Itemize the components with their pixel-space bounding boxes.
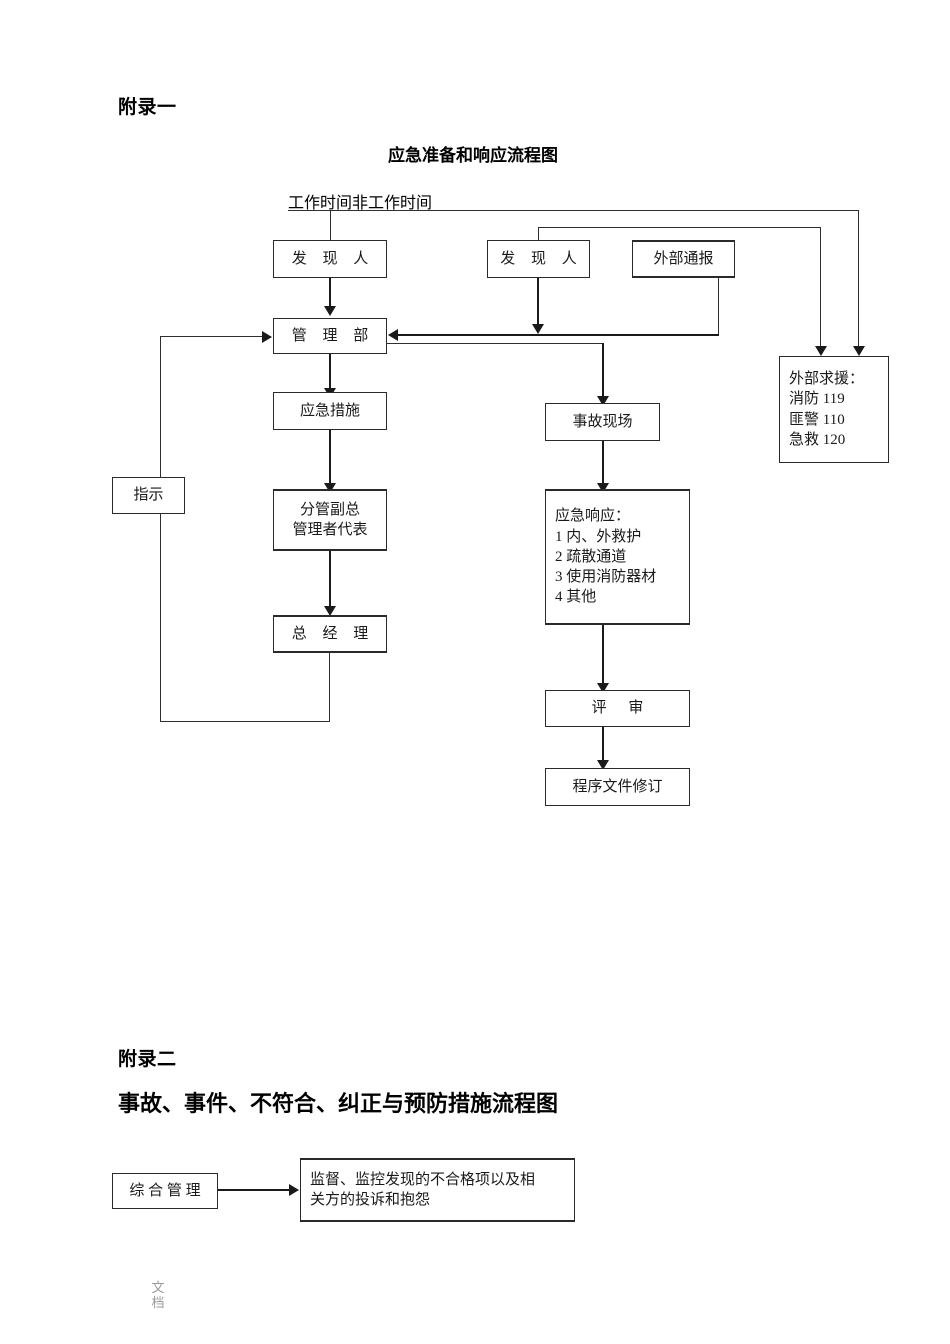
- connector-gm-feedback-down: [329, 653, 330, 722]
- node-emergency-measures-label: 应急措施: [299, 402, 360, 419]
- connector-management-to-measures: [329, 354, 331, 392]
- connector-secondary-rail-to-external-rescue: [820, 227, 821, 350]
- node-external-report: 外部通报: [632, 240, 735, 278]
- node-emergency-response-item-2: 3 使用消防器材: [555, 569, 657, 586]
- node-instruction-label: 指示: [133, 487, 164, 504]
- connector-gm-feedback-up: [160, 336, 161, 722]
- arrowhead-deputy-gm-to-general-manager: [324, 606, 336, 616]
- footer-watermark-char-0: 文: [151, 1280, 165, 1295]
- node-procedure-revision-label: 程序文件修订: [572, 778, 663, 795]
- node-emergency-response-item-3: 4 其他: [555, 589, 597, 606]
- connector-discoverer-work-to-management: [329, 278, 331, 308]
- node-external-rescue: 外部求援： 消防 119 匪警 110 急救 120: [779, 356, 889, 463]
- connector-gm-feedback-left: [160, 721, 330, 722]
- connector-accident-scene-drop: [602, 343, 604, 401]
- node-discoverer-non-work-hours-label: 发 现 人: [500, 250, 583, 267]
- arrowhead-measures-to-deputy-gm: [324, 483, 336, 493]
- node-emergency-response: 应急响应： 1 内、外救护 2 疏散通道 3 使用消防器材 4 其他: [545, 489, 690, 625]
- node-integrated-management-label: 综 合 管 理: [129, 1182, 201, 1199]
- footer-watermark-char-1: 档: [151, 1294, 165, 1310]
- connector-response-to-review: [602, 625, 604, 688]
- node-management-department: 管 理 部: [273, 318, 387, 354]
- arrowhead-external-report-to-management: [388, 329, 398, 341]
- node-integrated-management: 综 合 管 理: [112, 1173, 218, 1209]
- node-accident-scene: 事故现场: [545, 403, 660, 441]
- work-hours-branch-label: 工作时间非工作时间: [288, 195, 433, 212]
- appendix-two-heading: 附录二: [118, 1049, 177, 1070]
- connector-rail-to-discoverer-work: [330, 210, 331, 241]
- connector-secondary-rail: [538, 227, 821, 228]
- arrowhead-secondary-to-external-rescue: [815, 346, 827, 356]
- connector-discoverer-nonwork-down: [537, 278, 539, 328]
- arrowhead-response-to-review: [597, 683, 609, 693]
- node-discoverer-work-hours: 发 现 人: [273, 240, 387, 278]
- node-deputy-gm-line2: 管理者代表: [292, 522, 368, 538]
- node-nonconformity-line2: 关方的投诉和抱怨: [310, 1192, 431, 1208]
- appendix-one-heading: 附录一: [118, 97, 177, 118]
- node-general-manager-label: 总 经 理: [291, 625, 375, 642]
- connector-management-to-accident-scene: [387, 343, 604, 344]
- appendix-two-title: 事故、事件、不符合、纠正与预防措施流程图: [118, 1091, 559, 1116]
- connector-secondary-rail-drop-left: [538, 227, 539, 241]
- node-emergency-response-item-0: 1 内、外救护: [555, 528, 642, 545]
- connector-review-to-revision: [602, 727, 604, 765]
- node-discoverer-work-hours-label: 发 现 人: [291, 250, 375, 267]
- arrowhead-to-nonconformity: [289, 1184, 299, 1196]
- node-external-rescue-title: 外部求援：: [789, 371, 865, 387]
- arrowhead-rail-to-external-rescue-right: [853, 346, 865, 356]
- arrowhead-to-accident-scene: [597, 396, 609, 406]
- node-review-label: 评 审: [591, 700, 653, 717]
- node-external-rescue-item-2: 急救 120: [789, 431, 846, 448]
- node-nonconformity-sources: 监督、监控发现的不合格项以及相 关方的投诉和抱怨: [300, 1158, 575, 1222]
- node-external-rescue-item-1: 匪警 110: [789, 411, 845, 428]
- connector-external-report-down: [718, 278, 719, 335]
- node-emergency-response-title: 应急响应：: [555, 508, 631, 525]
- connector-external-report-to-management: [398, 334, 719, 336]
- node-accident-scene-label: 事故现场: [572, 413, 633, 430]
- connector-accident-scene-to-response: [602, 441, 604, 488]
- node-external-rescue-item-0: 消防 119: [789, 391, 845, 408]
- arrowhead-discoverer-nonwork-down: [532, 324, 544, 334]
- node-discoverer-non-work-hours: 发 现 人: [487, 240, 590, 278]
- arrowhead-review-to-revision: [597, 760, 609, 770]
- connector-gm-feedback-into-management: [160, 336, 264, 337]
- node-emergency-measures: 应急措施: [273, 392, 387, 430]
- footer-watermark: 文 档: [148, 1280, 168, 1311]
- node-general-manager: 总 经 理: [273, 615, 387, 653]
- node-instruction: 指示: [112, 477, 185, 514]
- arrowhead-discoverer-work-to-management: [324, 306, 336, 316]
- arrowhead-feedback-into-management: [262, 331, 272, 343]
- node-deputy-general-manager: 分管副总 管理者代表: [273, 489, 387, 551]
- node-emergency-response-item-1: 2 疏散通道: [555, 548, 627, 565]
- appendix-one-chart-title: 应急准备和响应流程图: [388, 146, 558, 165]
- arrowhead-accident-scene-to-response: [597, 483, 609, 493]
- node-management-department-label: 管 理 部: [291, 327, 375, 344]
- connector-measures-to-deputy-gm: [329, 430, 331, 488]
- connector-top-rail: [288, 210, 859, 211]
- node-procedure-revision: 程序文件修订: [545, 768, 690, 806]
- node-external-report-label: 外部通报: [653, 250, 714, 267]
- connector-rail-to-external-rescue-right: [858, 210, 859, 350]
- connector-integrated-management-to-nonconformity: [218, 1189, 291, 1191]
- node-nonconformity-line1: 监督、监控发现的不合格项以及相: [310, 1171, 536, 1188]
- connector-deputy-gm-to-general-manager: [329, 551, 331, 611]
- node-deputy-gm-line1: 分管副总: [299, 501, 360, 518]
- node-review: 评 审: [545, 690, 690, 727]
